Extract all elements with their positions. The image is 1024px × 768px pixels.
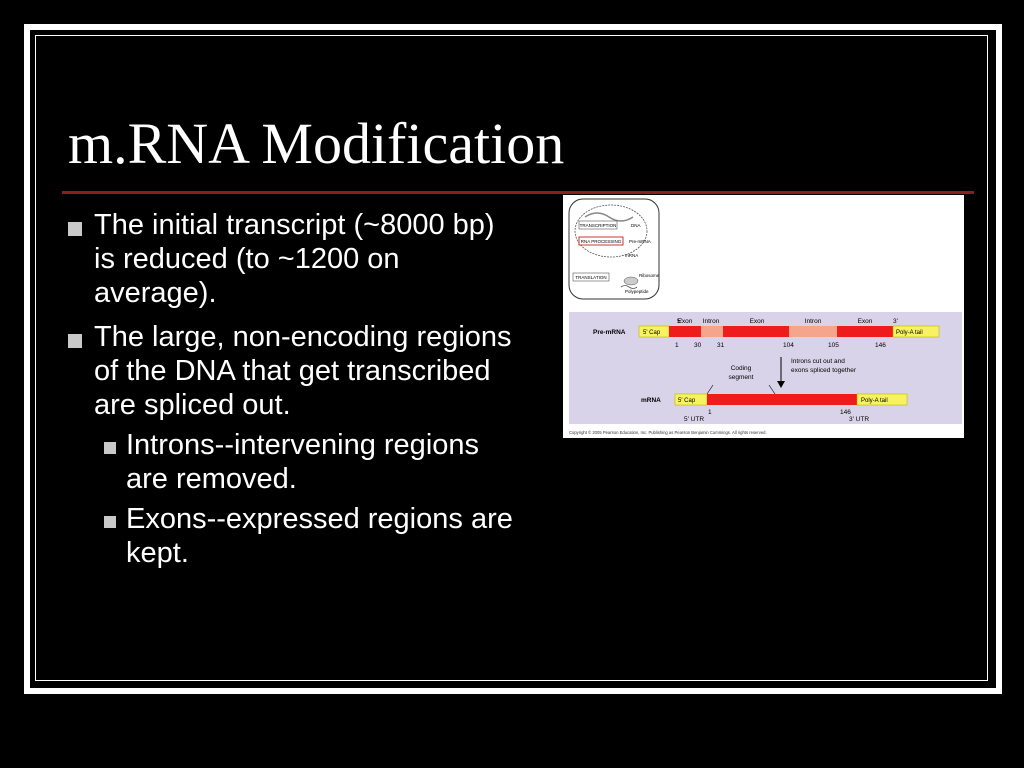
label-5-prime: 5' bbox=[677, 318, 682, 325]
label-3-prime: 3' bbox=[893, 318, 898, 325]
bullet-item: The large, non-encoding regions of the D… bbox=[62, 320, 522, 422]
label-pre-mrna: Pre-mRNA bbox=[593, 329, 626, 336]
label-cap: 5' Cap bbox=[643, 330, 661, 336]
arrow-head-icon bbox=[777, 381, 785, 388]
bullet-text: The initial transcript (~8000 bp) is red… bbox=[94, 209, 495, 309]
sub-bullet-text: Exons--expressed regions are kept. bbox=[126, 503, 513, 569]
label-poly-a: Poly-A tail bbox=[896, 330, 923, 336]
label-mrna-cap: 5' Cap bbox=[678, 398, 696, 404]
bullet-item: The initial transcript (~8000 bp) is red… bbox=[62, 208, 522, 310]
label-segment: Exon bbox=[858, 318, 873, 325]
label-mrna-small: mRNA bbox=[625, 253, 638, 258]
mrna-poly-a-tail bbox=[856, 393, 908, 406]
dna-strand bbox=[584, 212, 634, 222]
position-label: 31 bbox=[717, 342, 725, 349]
label-polypeptide: Polypeptide bbox=[625, 289, 649, 294]
label-segment: Intron bbox=[703, 318, 720, 325]
intron-block bbox=[701, 326, 723, 337]
square-bullet-icon bbox=[104, 516, 116, 528]
square-bullet-icon bbox=[68, 222, 82, 236]
bullet-list: The initial transcript (~8000 bp) is red… bbox=[62, 208, 522, 570]
label-rna-processing: RNA PROCESSING bbox=[581, 239, 622, 244]
mrna-splicing-figure: TRANSCRIPTION DNA RNA PROCESSING Pre-mRN… bbox=[563, 195, 964, 438]
position-label: 105 bbox=[828, 342, 839, 349]
mrna-coding-block bbox=[707, 394, 857, 405]
slide-border-line bbox=[35, 35, 988, 681]
square-bullet-icon bbox=[68, 334, 82, 348]
label-coding: Coding bbox=[731, 365, 752, 372]
label-3-utr: 3' UTR bbox=[849, 416, 869, 423]
label-segment-word: segment bbox=[729, 374, 754, 381]
label-segment: Exon bbox=[750, 318, 765, 325]
label-mrna: mRNA bbox=[641, 397, 661, 404]
ribosome-shape bbox=[623, 276, 639, 286]
sub-bullet-item: Introns--intervening regions are removed… bbox=[62, 428, 522, 496]
label-ribosome: Ribosome bbox=[639, 273, 660, 278]
exon-block bbox=[723, 326, 789, 337]
label-translation: TRANSLATION bbox=[575, 275, 606, 280]
label-5-utr: 5' UTR bbox=[684, 416, 704, 423]
label-transcription: TRANSCRIPTION bbox=[580, 223, 617, 228]
label-pre-mrna-small: Pre-mRNA bbox=[629, 239, 651, 244]
sub-bullet-text: Introns--intervening regions are removed… bbox=[126, 429, 480, 495]
position-label: 146 bbox=[875, 342, 886, 349]
intron-block bbox=[789, 326, 837, 337]
copyright-text: Copyright © 2005 Pearson Education, Inc.… bbox=[569, 430, 767, 435]
position-label: 30 bbox=[694, 342, 702, 349]
slide-title: m.RNA Modification bbox=[68, 111, 565, 176]
label-introns-cut: Introns cut out and bbox=[791, 358, 845, 365]
coding-bracket-right bbox=[768, 384, 776, 395]
polypeptide-chain bbox=[620, 285, 638, 289]
pre-mrna-poly-a-tail bbox=[892, 325, 940, 338]
mrna-start-position: 1 bbox=[708, 409, 712, 416]
exon-block bbox=[837, 326, 893, 337]
position-label: 104 bbox=[783, 342, 794, 349]
label-mrna-poly-a: Poly-A tail bbox=[861, 398, 888, 404]
label-segment: Intron bbox=[805, 318, 822, 325]
label-dna: DNA bbox=[631, 223, 641, 228]
cell-overview: TRANSCRIPTION DNA RNA PROCESSING Pre-mRN… bbox=[568, 198, 660, 300]
nucleus-outline bbox=[574, 204, 648, 258]
title-divider bbox=[62, 191, 974, 194]
position-label: 1 bbox=[675, 342, 679, 349]
splicing-diagram: TRANSCRIPTION DNA RNA PROCESSING Pre-mRN… bbox=[568, 198, 962, 435]
sub-bullet-item: Exons--expressed regions are kept. bbox=[62, 502, 522, 570]
mrna-end-position: 146 bbox=[840, 409, 851, 416]
exon-block bbox=[669, 326, 701, 337]
coding-bracket-left bbox=[706, 384, 714, 395]
label-segment: Exon bbox=[678, 318, 693, 325]
bullet-text: The large, non-encoding regions of the D… bbox=[94, 321, 512, 421]
rna-processing-box bbox=[578, 236, 624, 246]
label-exons-spliced: exons spliced together bbox=[791, 367, 857, 374]
transcription-box bbox=[578, 220, 618, 230]
square-bullet-icon bbox=[104, 442, 116, 454]
translation-box bbox=[572, 272, 610, 282]
